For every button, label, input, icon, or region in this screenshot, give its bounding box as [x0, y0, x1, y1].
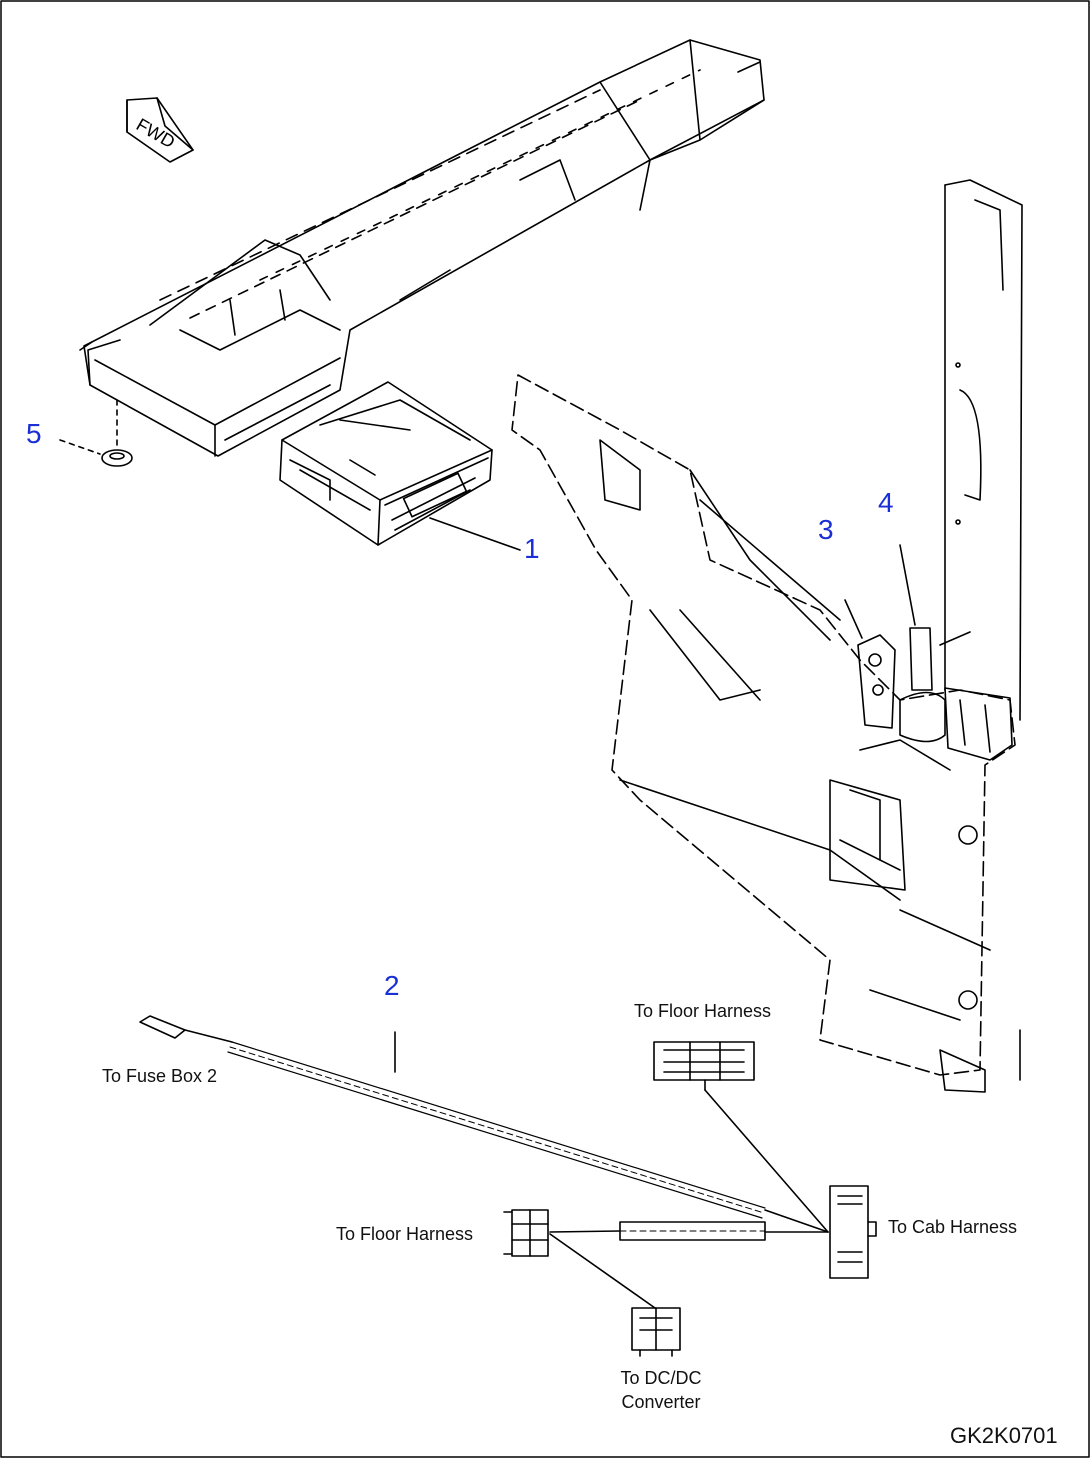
label-dcdc-line2: Converter — [621, 1392, 701, 1412]
callout-1: 1 — [524, 533, 540, 564]
drawing-code: GK2K0701 — [950, 1423, 1058, 1448]
radio-unit-part-1 — [279, 381, 521, 551]
label-to-cab-harness: To Cab Harness — [888, 1217, 1018, 1237]
wire-harness-part-2 — [139, 1015, 877, 1357]
label-to-fuse-box: To Fuse Box 2 — [102, 1066, 218, 1086]
cab-top-frame — [79, 39, 765, 457]
bracket-part-3 — [844, 599, 896, 729]
callout-4: 4 — [878, 487, 894, 518]
nut-part-5 — [59, 399, 133, 467]
label-to-floor-harness-top: To Floor Harness — [634, 1001, 772, 1021]
callout-5: 5 — [26, 418, 42, 449]
fwd-direction-tag: FWD — [126, 97, 194, 163]
callout-3: 3 — [818, 514, 834, 545]
label-to-dcdc-converter: To DC/DC Converter — [596, 1366, 726, 1414]
console-side-panel — [511, 374, 1016, 1076]
label-to-floor-harness-left: To Floor Harness — [336, 1224, 474, 1244]
vertical-pillar — [939, 179, 1023, 1093]
label-dcdc-line1: To DC/DC — [620, 1368, 702, 1388]
relay-part-4 — [899, 544, 1013, 761]
callout-2: 2 — [384, 970, 400, 1001]
